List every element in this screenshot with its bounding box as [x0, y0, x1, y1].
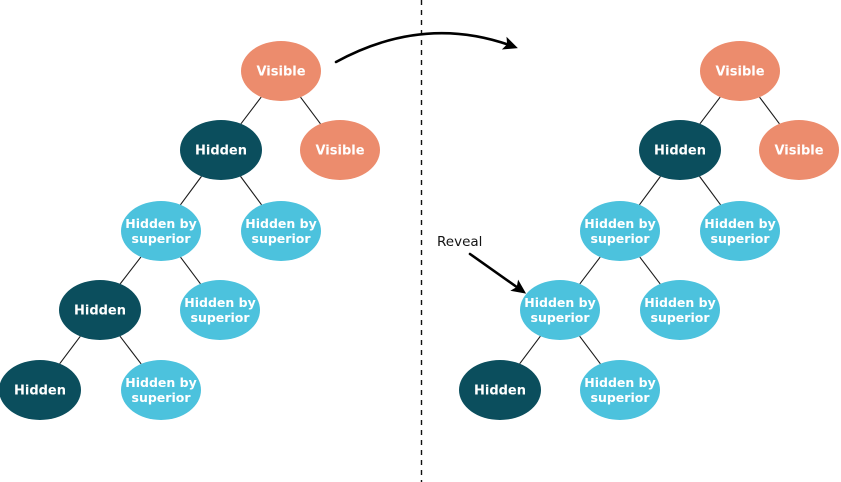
- tree-edge: [759, 96, 780, 125]
- tree-edge: [579, 256, 601, 285]
- tree-edge: [699, 96, 721, 125]
- node-label: superior: [132, 390, 192, 405]
- node-ellipse: [700, 201, 780, 261]
- node-ellipse: [520, 280, 600, 340]
- node-label: Hidden: [14, 384, 66, 399]
- tree-edge: [579, 335, 601, 365]
- reveal-annotation-label: Reveal: [437, 234, 482, 250]
- tree-node-hidden[interactable]: Hidden: [180, 120, 262, 180]
- node-label: Visible: [715, 65, 764, 80]
- node-ellipse: [180, 280, 260, 340]
- node-ellipse: [59, 280, 141, 340]
- node-label: Hidden: [74, 304, 126, 319]
- tree-node-visible[interactable]: Visible: [300, 120, 380, 180]
- node-label: Hidden by: [584, 216, 655, 231]
- node-label: superior: [591, 231, 651, 246]
- node-label: Hidden by: [644, 295, 715, 310]
- node-ellipse: [759, 120, 839, 180]
- tree-edge: [240, 176, 263, 206]
- tree-node-hidden[interactable]: Hidden: [0, 360, 81, 420]
- node-label: Visible: [256, 65, 305, 80]
- node-ellipse: [241, 201, 321, 261]
- tree-node-hidden[interactable]: Hidden: [459, 360, 541, 420]
- node-ellipse: [459, 360, 541, 420]
- node-label: Hidden by: [245, 216, 316, 231]
- node-ellipse: [639, 120, 721, 180]
- node-label: superior: [252, 231, 312, 246]
- tree-edge: [300, 96, 321, 125]
- node-label: superior: [191, 310, 251, 325]
- reveal-annotation-arrow: [468, 252, 527, 294]
- tree-node-visible[interactable]: Visible: [759, 120, 839, 180]
- node-label: Hidden by: [184, 295, 255, 310]
- node-label: Hidden by: [125, 216, 196, 231]
- node-ellipse: [300, 120, 380, 180]
- tree-edge: [519, 335, 541, 365]
- node-label: Visible: [315, 144, 364, 159]
- node-label: Visible: [774, 144, 823, 159]
- node-label: Hidden by: [524, 295, 595, 310]
- node-label: Hidden: [654, 144, 706, 159]
- node-label: superior: [651, 310, 711, 325]
- tree-edge: [639, 256, 661, 285]
- tree-edge: [119, 256, 142, 285]
- node-ellipse: [180, 120, 262, 180]
- tree-edge: [119, 335, 142, 365]
- tree-edge: [59, 335, 81, 365]
- edges-layer: [59, 96, 780, 365]
- node-label: superior: [531, 310, 591, 325]
- tree-node-hidden[interactable]: Hidden: [59, 280, 141, 340]
- node-label: superior: [132, 231, 192, 246]
- tree-edge: [180, 256, 201, 285]
- tree-edge: [638, 176, 661, 206]
- tree-edge: [240, 96, 262, 125]
- node-ellipse: [121, 201, 201, 261]
- node-label: Hidden by: [125, 375, 196, 390]
- node-label: superior: [591, 390, 651, 405]
- node-ellipse: [700, 41, 780, 101]
- node-ellipse: [640, 280, 720, 340]
- tree-node-visible[interactable]: Visible: [241, 41, 321, 101]
- node-ellipse: [580, 201, 660, 261]
- annotations-layer: Reveal: [334, 0, 527, 482]
- tree-edge: [699, 176, 722, 206]
- node-label: Hidden: [474, 384, 526, 399]
- tree-node-hidden[interactable]: Hidden: [639, 120, 721, 180]
- tree-node-visible[interactable]: Visible: [700, 41, 780, 101]
- node-ellipse: [580, 360, 660, 420]
- node-label: Hidden by: [584, 375, 655, 390]
- node-label: superior: [711, 231, 771, 246]
- node-label: Hidden by: [704, 216, 775, 231]
- node-label: Hidden: [195, 144, 247, 159]
- node-ellipse: [121, 360, 201, 420]
- tree-edge: [179, 176, 202, 206]
- transform-arrow: [334, 31, 518, 64]
- node-ellipse: [241, 41, 321, 101]
- node-ellipse: [0, 360, 81, 420]
